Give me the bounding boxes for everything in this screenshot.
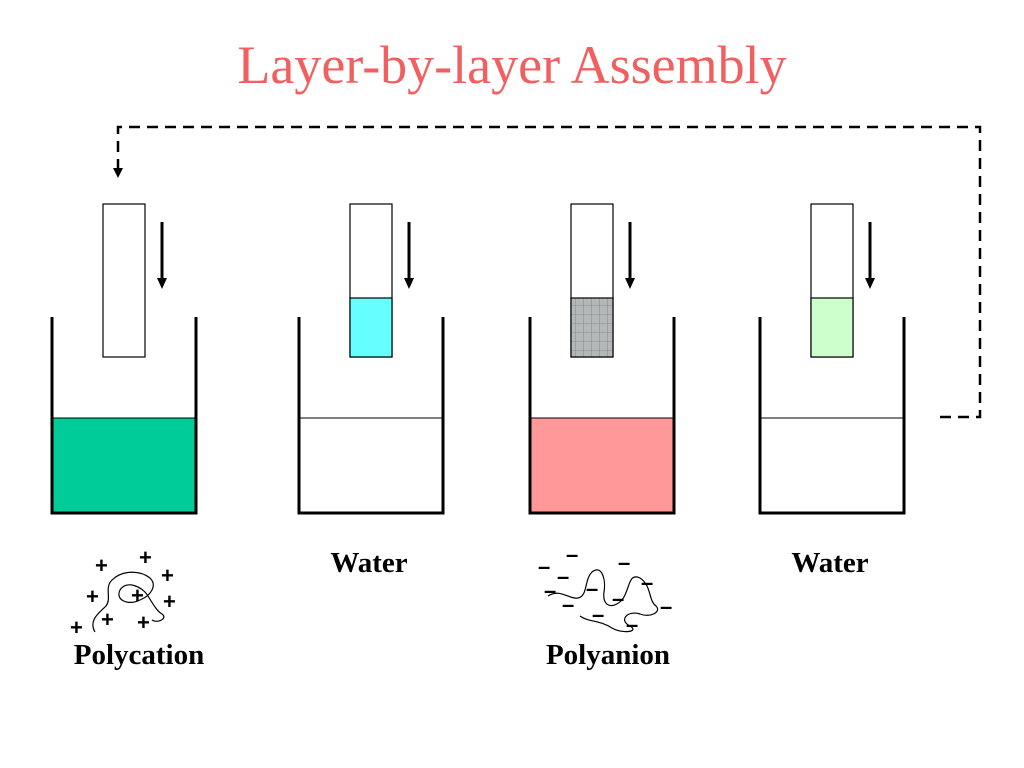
plus-sign: +	[131, 583, 144, 608]
substrate-3	[570, 203, 614, 358]
plus-sign: +	[95, 553, 108, 578]
minus-sign: –	[618, 550, 630, 575]
dip-arrow-1	[157, 222, 167, 289]
polyanion-solution	[529, 417, 675, 514]
beaker-polycation	[50, 317, 198, 515]
page-title: Layer-by-layer Assembly	[237, 35, 787, 95]
substrate-4-layer	[810, 297, 854, 358]
minus-sign: –	[626, 612, 638, 637]
minus-sign: –	[660, 594, 672, 619]
label-polycation: Polycation	[73, 639, 205, 671]
minus-sign: –	[562, 592, 574, 617]
cycle-return-dashed-arrow	[116, 125, 982, 419]
minus-sign: –	[544, 578, 556, 603]
plus-sign: +	[86, 584, 99, 609]
minus-sign: –	[592, 602, 604, 627]
minus-sign: –	[566, 542, 578, 567]
dip-arrow-2	[404, 222, 414, 289]
plus-sign: +	[70, 615, 83, 640]
minus-sign: –	[538, 554, 550, 579]
label-polyanion: Polyanion	[545, 639, 671, 671]
substrate-4	[810, 203, 854, 358]
beaker-water-1	[297, 317, 445, 515]
minus-sign: –	[557, 564, 569, 589]
plus-sign: +	[161, 563, 174, 588]
cycle-arrowhead	[113, 168, 123, 178]
polycation-solution	[51, 417, 197, 514]
beaker-water-2	[758, 317, 906, 515]
substrate-2	[349, 203, 393, 358]
plus-sign: +	[101, 607, 114, 632]
substrate-1	[102, 203, 146, 358]
minus-sign: –	[641, 570, 653, 595]
positive-charges: + + + + + + + + +	[70, 545, 176, 640]
plus-sign: +	[137, 610, 150, 635]
plus-sign: +	[163, 589, 176, 614]
minus-sign: –	[586, 576, 598, 601]
polycation-chain-sketch	[92, 571, 165, 633]
dip-arrow-3	[625, 222, 635, 289]
dip-arrow-4	[865, 222, 875, 289]
beaker-polyanion	[528, 317, 676, 515]
plus-sign: +	[139, 545, 152, 570]
substrate-2-layer	[349, 297, 393, 358]
minus-sign: –	[612, 586, 624, 611]
label-water-1: Water	[330, 547, 408, 579]
polyanion-chain-sketch	[547, 569, 659, 633]
label-water-2: Water	[791, 547, 869, 579]
negative-charges: – – – – – – – – – – – –	[538, 542, 672, 637]
